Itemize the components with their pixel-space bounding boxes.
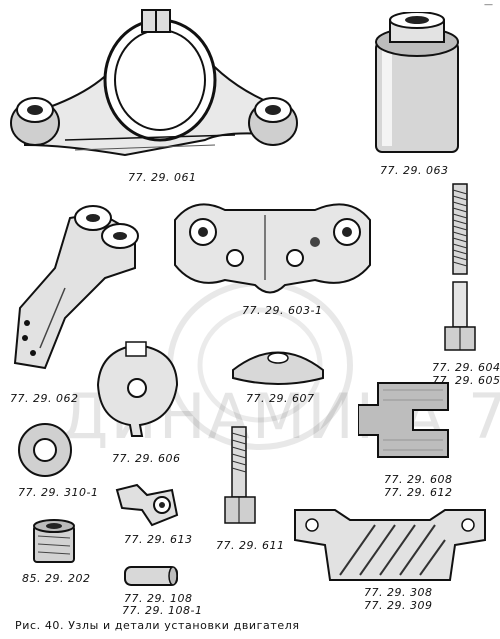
bracket-061-drawing	[10, 9, 298, 157]
pin-108-drawing	[124, 566, 178, 586]
label-77-29-612: 77. 29. 612	[384, 486, 453, 499]
label-77-29-061: 77. 29. 061	[128, 171, 197, 184]
label-77-29-309: 77. 29. 309	[364, 599, 433, 612]
label-77-29-604: 77. 29. 604	[432, 361, 500, 374]
label-77-29-108-1: 77. 29. 108-1	[122, 604, 203, 617]
label-85-29-202: 85. 29. 202	[22, 572, 91, 585]
bolt-604-drawing	[444, 183, 476, 351]
bolt-611-drawing	[224, 426, 256, 524]
plate-607-drawing	[96, 341, 179, 437]
plate-308-drawing	[294, 509, 486, 581]
nut-202-drawing	[33, 519, 75, 563]
label-77-29-310-1: 77. 29. 310-1	[18, 486, 99, 499]
label-77-29-108: 77. 29. 108	[124, 592, 193, 605]
label-77-29-603-1: 77. 29. 603-1	[242, 304, 323, 317]
label-77-29-608: 77. 29. 608	[384, 473, 453, 486]
label-77-29-063: 77. 29. 063	[380, 164, 449, 177]
plate-608-drawing	[358, 382, 449, 458]
figure-caption: Рис. 40. Узлы и детали установки двигате…	[15, 619, 300, 632]
label-77-29-607: 77. 29. 606	[112, 452, 181, 465]
bracket-613-drawing	[115, 483, 179, 527]
bracket-062-drawing	[13, 205, 139, 370]
bracket-603-drawing	[174, 203, 371, 294]
label-77-29-611: 77. 29. 611	[216, 539, 285, 552]
washer-606-drawing	[232, 351, 324, 385]
label-77-29-062: 77. 29. 062	[10, 392, 79, 405]
ring-310-drawing	[18, 423, 72, 477]
label-77-29-613: 77. 29. 613	[124, 533, 193, 546]
label-77-29-606: 77. 29. 607	[246, 392, 315, 405]
label-77-29-308: 77. 29. 308	[364, 586, 433, 599]
bushing-063-drawing	[375, 12, 459, 153]
corner-mark: —	[484, 0, 493, 10]
